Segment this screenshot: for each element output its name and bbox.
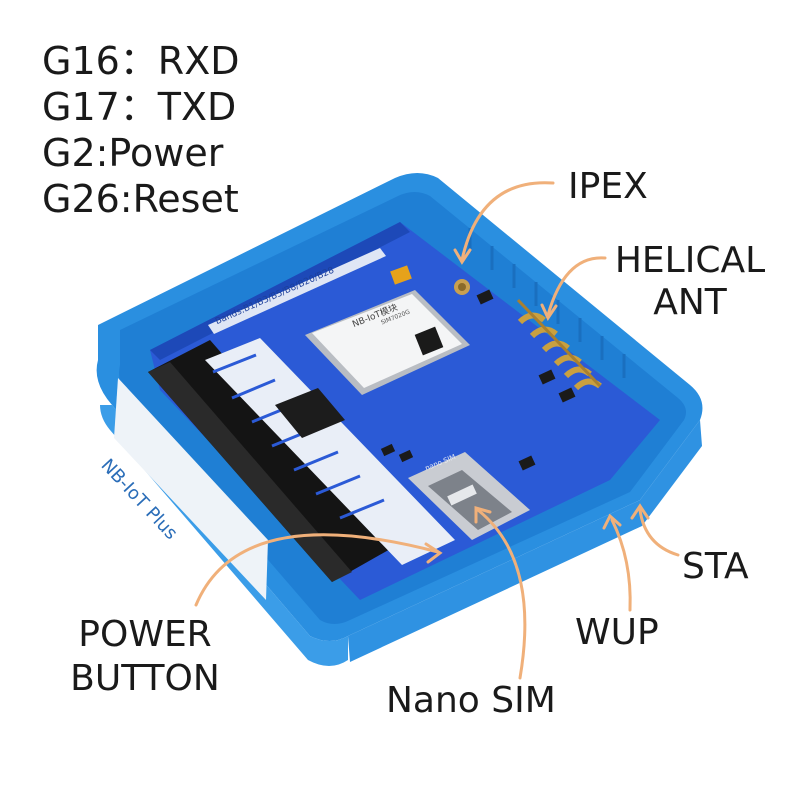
nb-iot-module [305,290,470,395]
label-button: BUTTON [70,658,220,699]
label-wup: WUP [575,612,659,653]
label-ipex: IPEX [568,166,648,207]
ipex-connector [454,279,470,295]
label-ant: ANT [653,282,727,323]
ic-chip [275,388,345,438]
nano-sim-slot [408,452,530,540]
label-power: POWER [78,614,212,655]
bands-silkscreen-stripe [208,248,386,334]
pin-map-txd: G17：TXD [42,85,237,129]
label-sta: STA [682,546,749,587]
label-helical: HELICAL [614,240,766,281]
smd-components [380,265,576,471]
pin-map-reset: G26:Reset [42,177,239,221]
pin-header [148,340,392,582]
helical-antenna [516,298,602,391]
pin-map-rxd: G16：RXD [42,39,240,83]
callout-arrows [194,181,680,680]
pin-label-panel [205,338,455,565]
pin-map-power: G2:Power [42,131,224,175]
label-nano-sim: Nano SIM [386,680,556,721]
